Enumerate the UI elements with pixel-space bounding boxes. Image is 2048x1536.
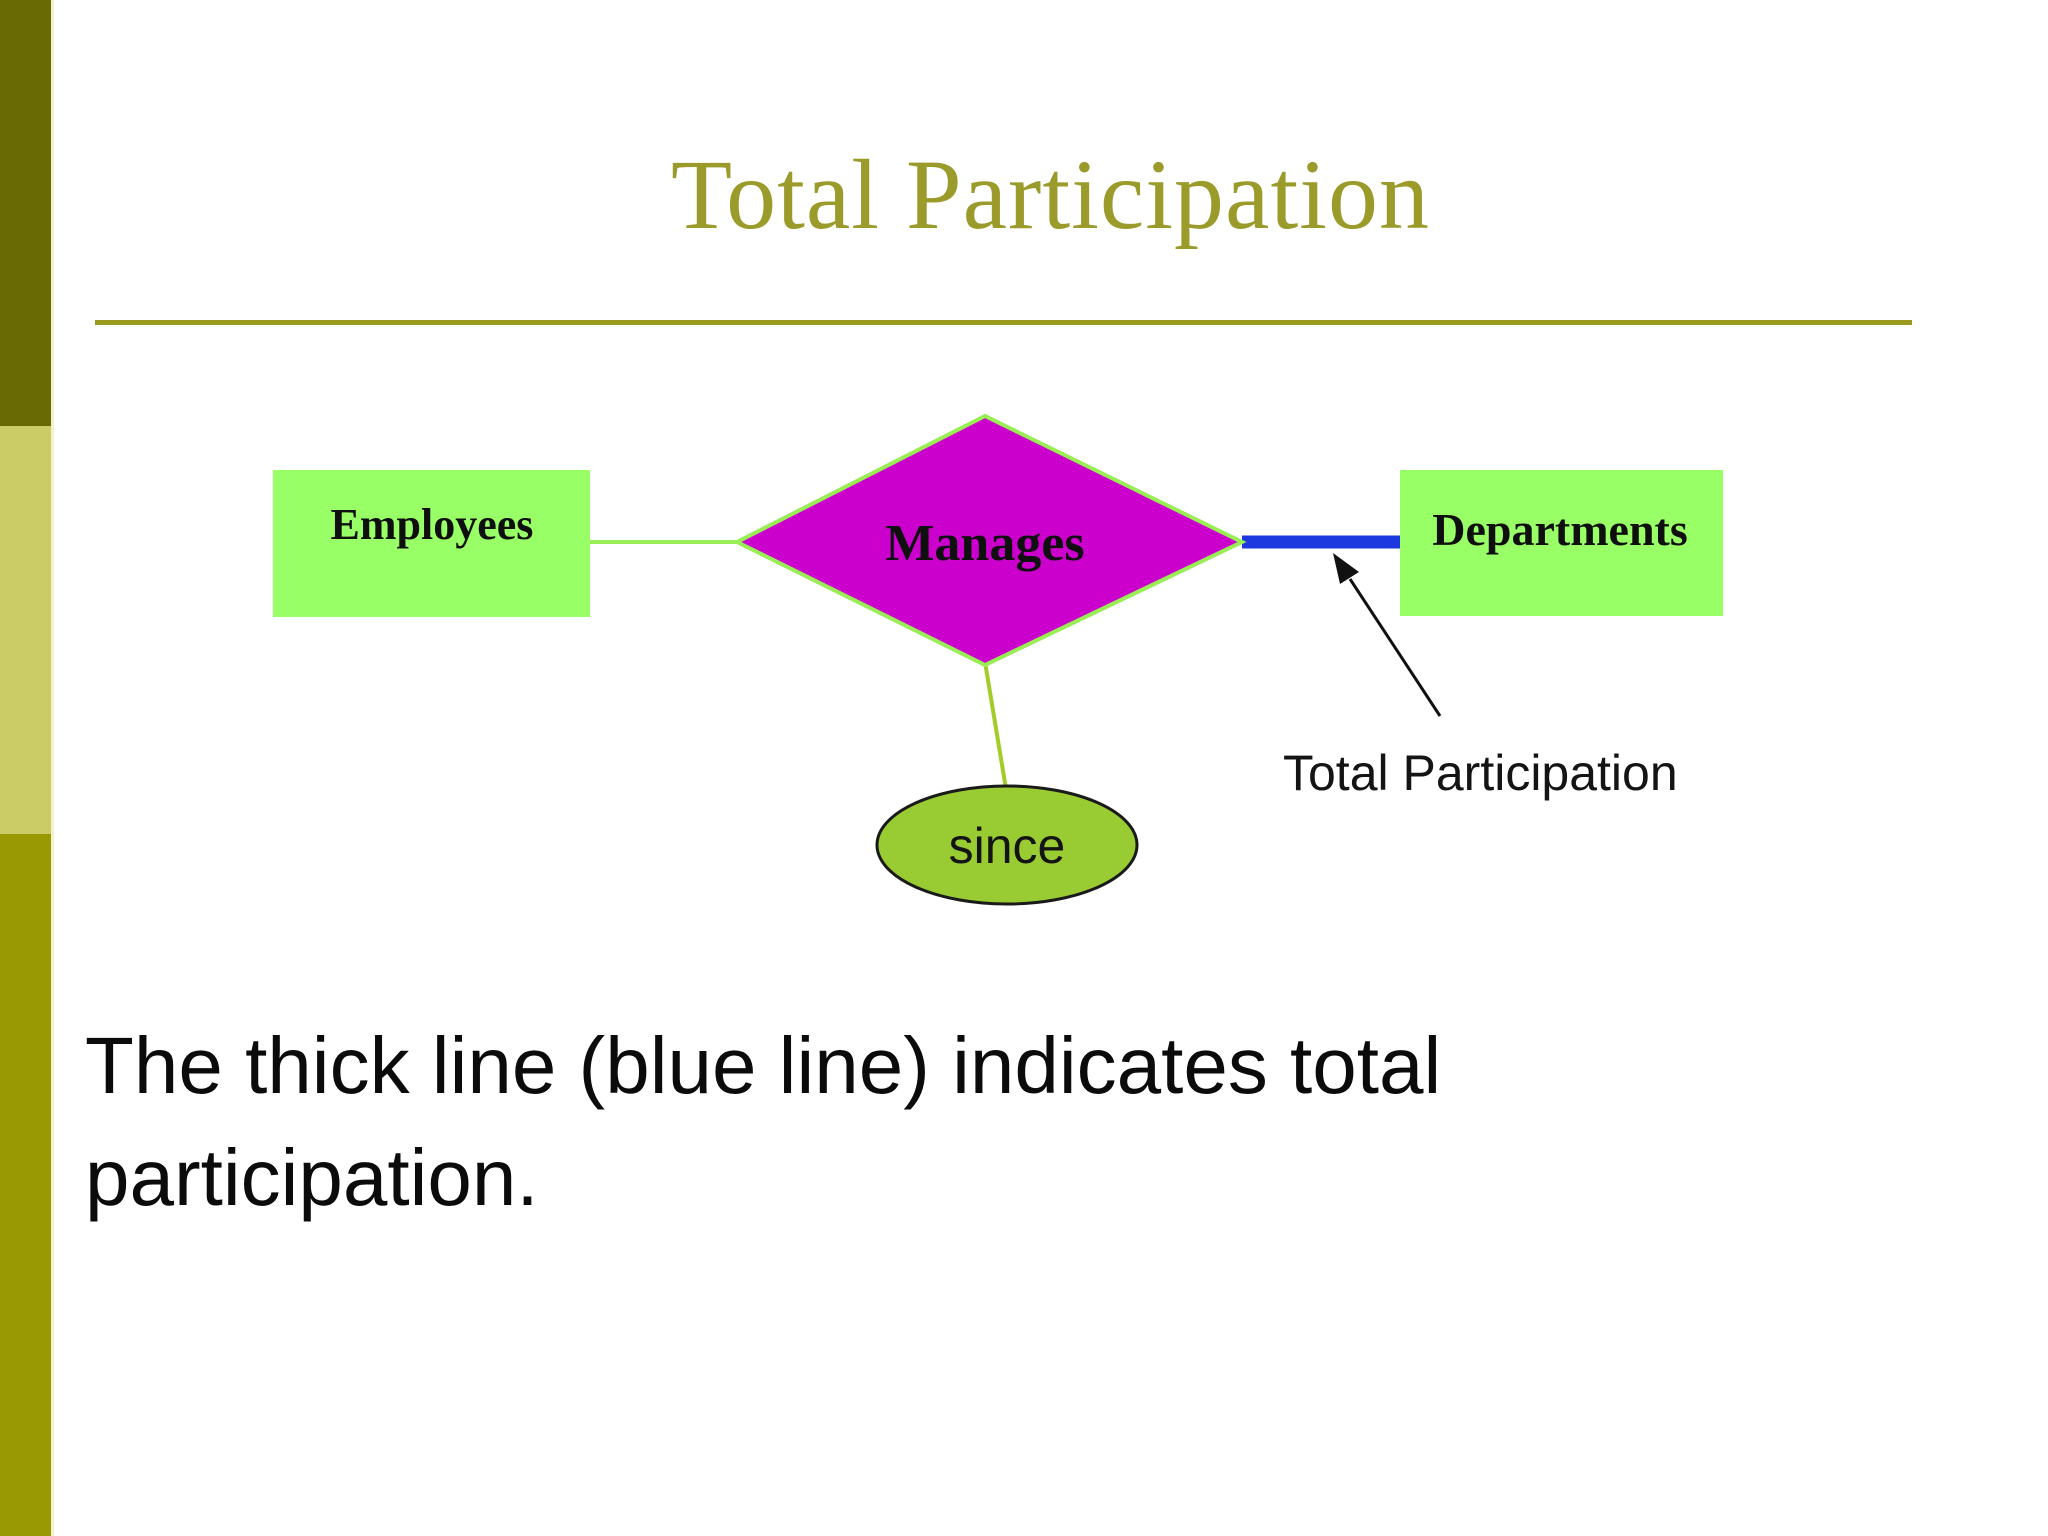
body-line-2: participation.: [85, 1133, 539, 1222]
page-title: Total Participation: [670, 139, 1431, 250]
entity-employees-label: Employees: [331, 500, 534, 549]
callout-arrowhead: [1333, 553, 1359, 584]
sidebar-band-middle: [0, 426, 51, 834]
entity-departments-label: Departments: [1432, 504, 1688, 555]
entity-employees-box: [273, 470, 590, 617]
relationship-manages-label: Manages: [885, 515, 1084, 572]
title-divider: [95, 320, 1912, 325]
sidebar-band-bottom: [0, 834, 51, 1536]
attribute-connector: [983, 661, 1008, 790]
relationship-manages-diamond: [732, 413, 1247, 668]
callout-arrow: [1348, 578, 1442, 717]
body-text: The thick line (blue line) indicates tot…: [85, 1010, 1985, 1234]
body-line-1: The thick line (blue line) indicates tot…: [85, 1021, 1442, 1110]
attribute-since-ellipse: [875, 784, 1139, 906]
sidebar: [0, 0, 54, 1536]
entity-departments-box: [1400, 470, 1723, 616]
callout-label: Total Participation: [1283, 745, 1678, 801]
attribute-since-label: since: [949, 818, 1066, 874]
sidebar-band-top: [0, 0, 51, 426]
